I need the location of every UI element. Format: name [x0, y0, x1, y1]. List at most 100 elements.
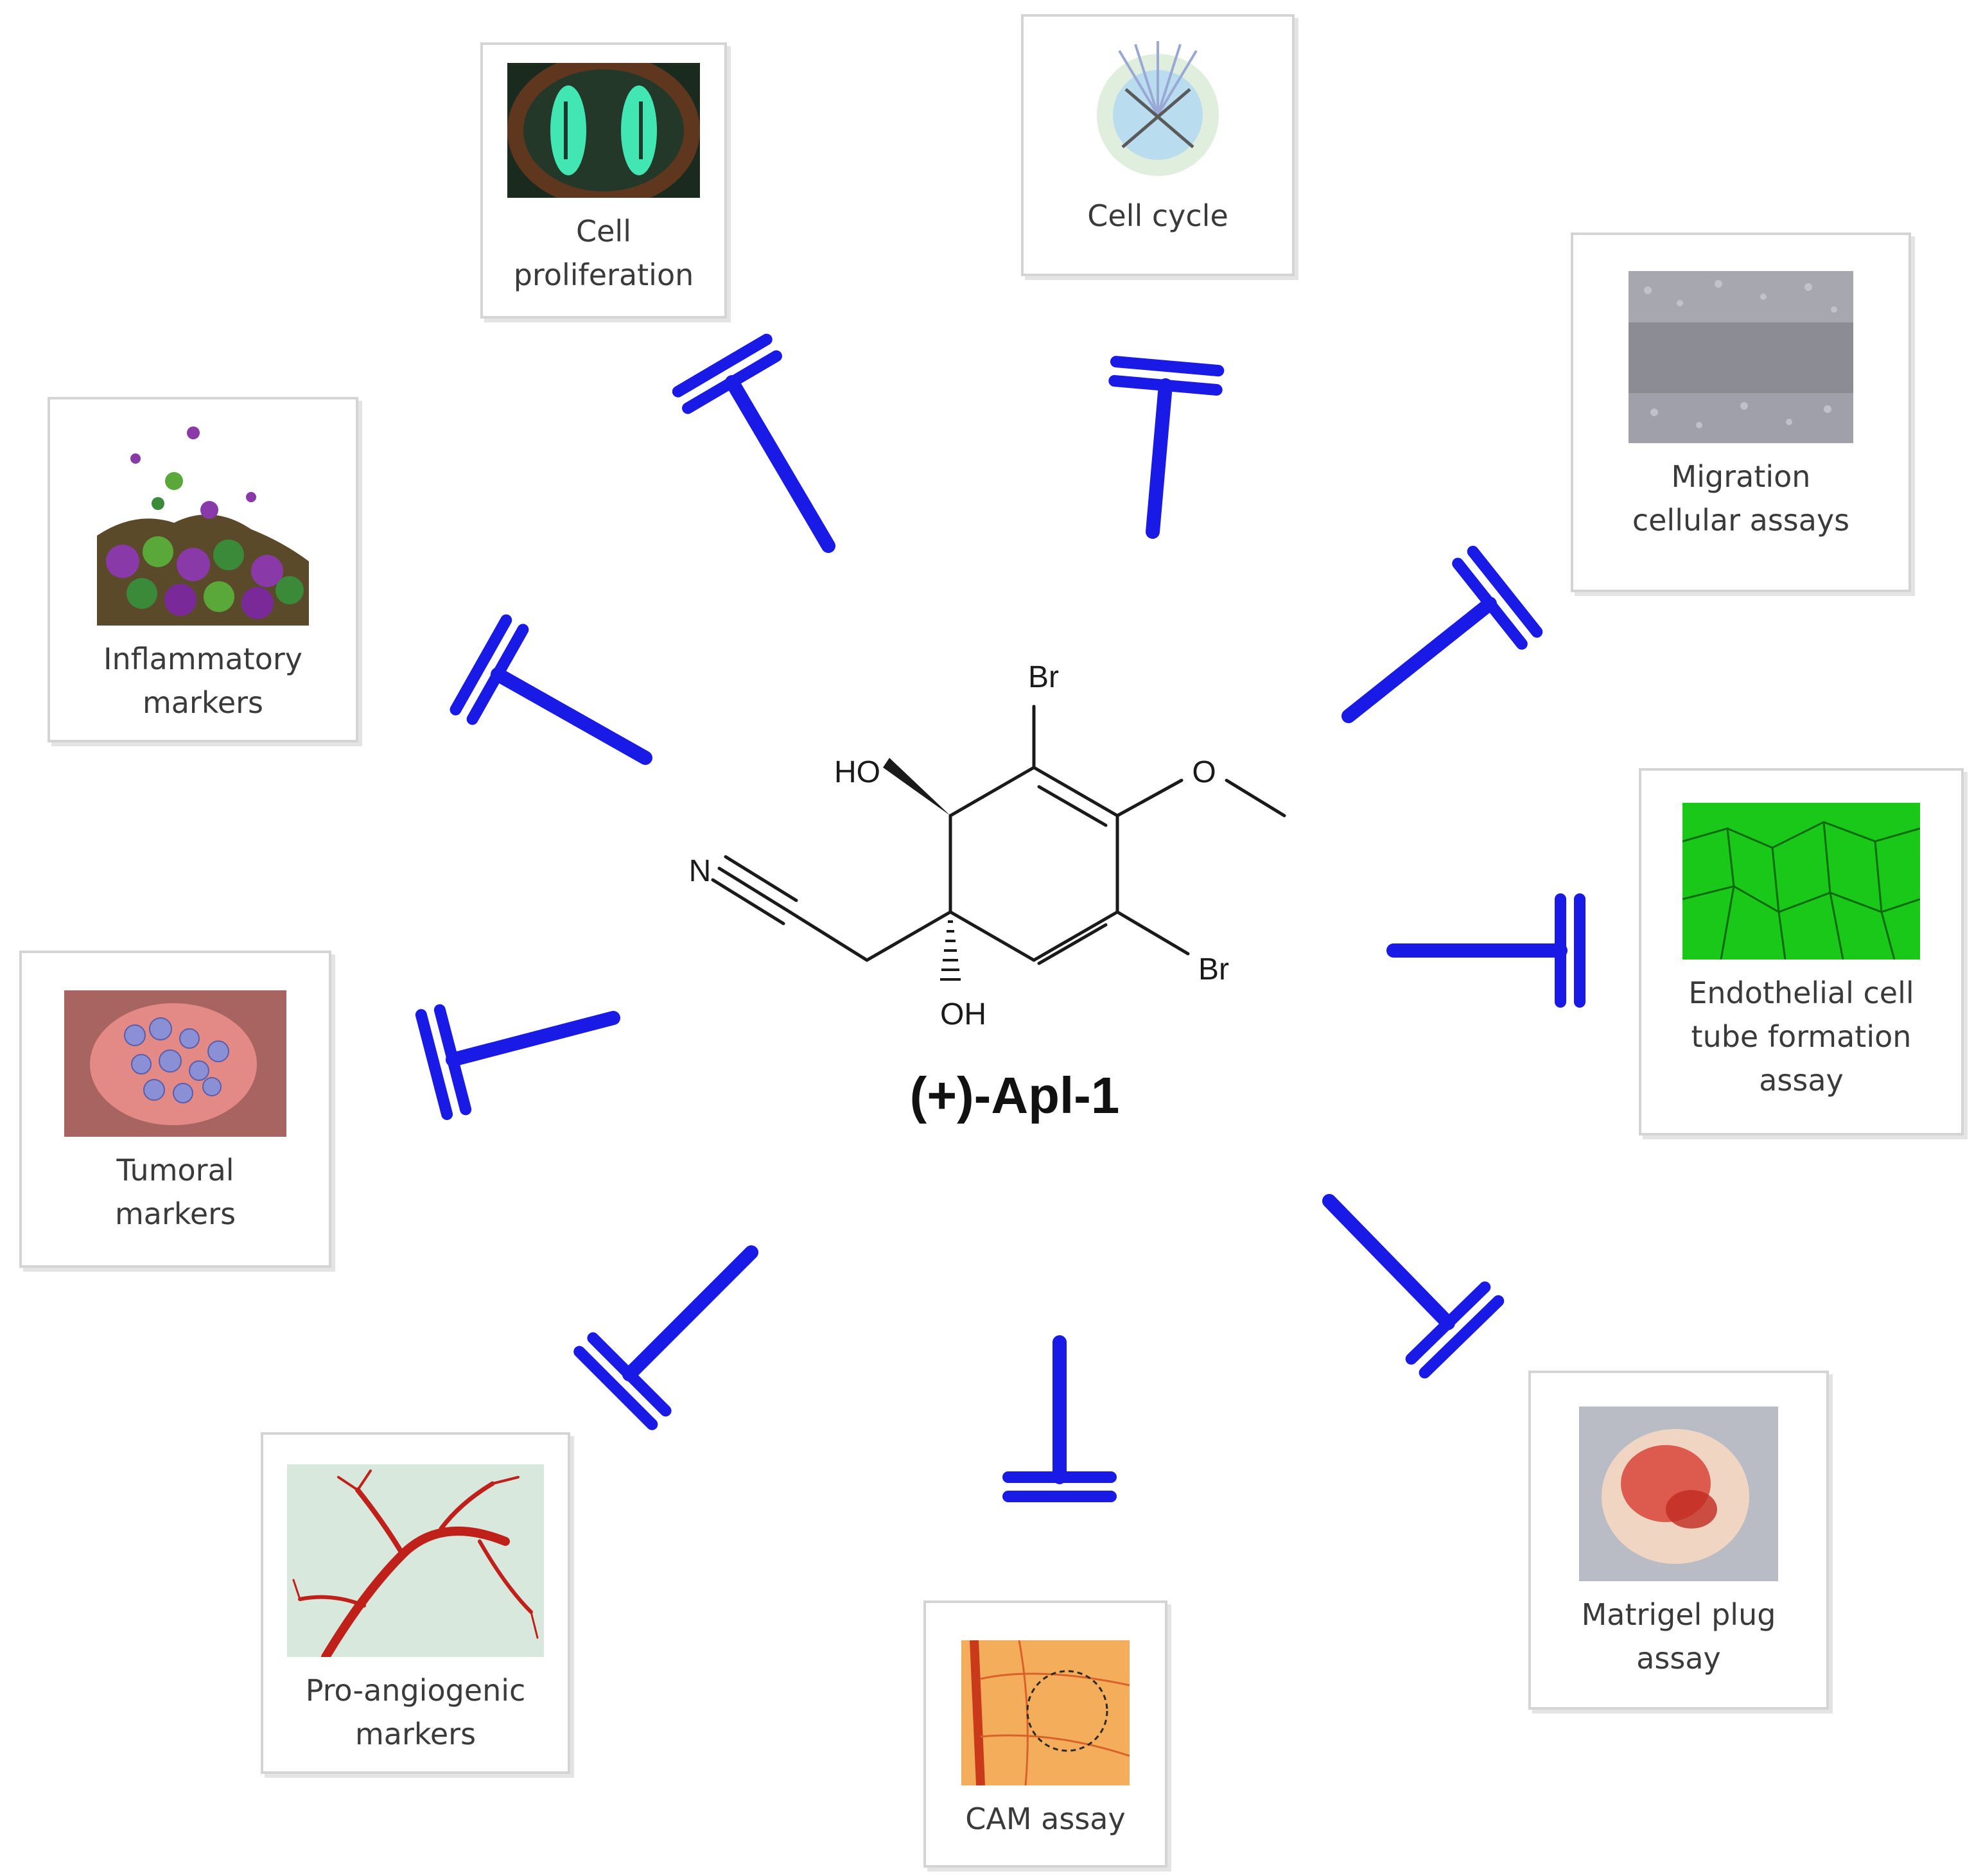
card-endothelial: Endothelial cell tube formation assay	[1639, 768, 1964, 1135]
card-label: Cell proliferation	[514, 209, 694, 297]
inhibitor-shaft	[622, 1245, 758, 1381]
mitosis-fluorescence-image	[507, 63, 700, 198]
label-line: assay	[1636, 1641, 1721, 1676]
inhibitor-matrigel	[1322, 1194, 1505, 1379]
immune-cells-micrograph	[97, 414, 309, 626]
cell-cycle-diagram-image	[1081, 35, 1235, 182]
ring-bond	[1032, 910, 1119, 962]
inhibitor-cam	[1002, 1335, 1117, 1502]
label-line: Tumoral	[116, 1153, 234, 1188]
inhibitor-tumoral	[415, 1004, 620, 1120]
ring-bond	[948, 766, 1036, 818]
card-label: CAM assay	[965, 1797, 1125, 1841]
label-line: proliferation	[513, 258, 694, 292]
label-line: markers	[114, 1197, 236, 1231]
nitrile-bond	[788, 910, 869, 962]
ring-bond	[1032, 766, 1119, 818]
inhibitor-bar	[672, 333, 773, 398]
card-matrigel: Matrigel plug assay	[1528, 1371, 1829, 1710]
blood-vessels-illustration	[287, 1464, 544, 1657]
ring-bond	[948, 910, 1036, 962]
label-line: Cell cycle	[1087, 198, 1228, 233]
label-line: CAM assay	[965, 1801, 1126, 1836]
card-label: Pro-angiogenic markers	[306, 1669, 526, 1756]
methylene-bond	[865, 910, 952, 962]
atom-br-top: Br	[1028, 660, 1059, 694]
atom-br-right: Br	[1198, 952, 1229, 986]
inhibitor-shaft	[725, 375, 835, 553]
card-inflammatory: Inflammatory markers	[48, 397, 358, 742]
inhibitor-cell-proliferation	[672, 333, 835, 553]
label-line: Endothelial cell	[1688, 976, 1914, 1010]
inhibitor-shaft	[491, 667, 652, 765]
label-line: assay	[1759, 1063, 1844, 1098]
wedge-bond	[883, 758, 950, 816]
inhibitor-bar	[1108, 375, 1223, 396]
label-line: Migration	[1671, 459, 1811, 494]
tumor-cells-micrograph	[64, 990, 286, 1137]
inhibitor-pro-angiogenic	[573, 1245, 758, 1430]
card-label: Cell cycle	[1087, 194, 1228, 238]
label-line: Cell	[576, 214, 631, 249]
hashed-bond	[940, 920, 961, 981]
card-label: Migration cellular assays	[1632, 455, 1849, 542]
label-line: Matrigel plug	[1581, 1597, 1776, 1632]
card-migration: Migration cellular assays	[1571, 232, 1911, 592]
card-cell-proliferation: Cell proliferation	[480, 42, 727, 319]
atom-hydroxyl-bottom: OH	[940, 997, 986, 1031]
inhibitor-bar	[1405, 1281, 1491, 1365]
inhibitor-bar	[450, 614, 512, 715]
inhibitor-bar	[573, 1346, 658, 1430]
card-cam: CAM assay	[923, 1600, 1167, 1868]
cam-assay-photo	[961, 1640, 1130, 1785]
inhibitor-cell-cycle	[1108, 356, 1225, 539]
inhibitor-bar	[1419, 1295, 1505, 1379]
triple-bond	[711, 878, 785, 925]
inhibitor-shaft	[1322, 1194, 1455, 1330]
ring-double-bond	[1037, 785, 1108, 827]
inhibitor-inflammatory	[450, 614, 652, 765]
inhibitor-bar	[433, 1004, 472, 1116]
label-line: cellular assays	[1632, 503, 1850, 538]
compound-name: (+)-Apl-1	[909, 1067, 1120, 1124]
card-label: Matrigel plug assay	[1582, 1593, 1776, 1680]
atom-methoxy-oxygen: O	[1192, 755, 1216, 789]
inhibitor-bar	[682, 350, 782, 414]
bromine-bond	[1115, 910, 1190, 956]
atom-nitrile-nitrogen: N	[689, 854, 712, 888]
ring-double-bond	[1037, 923, 1108, 965]
label-line: tube formation	[1691, 1019, 1912, 1054]
card-pro-angiogenic: Pro-angiogenic markers	[261, 1432, 570, 1774]
card-cell-cycle: Cell cycle	[1021, 14, 1295, 276]
inhibitor-endothelial	[1386, 893, 1585, 1008]
inhibitor-bar	[415, 1009, 453, 1120]
matrigel-plug-photo	[1579, 1407, 1778, 1581]
inhibitor-bar	[466, 624, 529, 725]
inhibitor-bar	[587, 1332, 672, 1417]
inhibitor-shaft	[446, 1011, 620, 1067]
migration-assay-micrograph	[1629, 271, 1853, 443]
triple-bond	[724, 855, 798, 902]
tube-formation-fluorescence-image	[1682, 803, 1920, 960]
inhibitor-bar	[1452, 557, 1528, 650]
triple-bond	[717, 866, 792, 914]
inhibitor-bar	[1110, 356, 1225, 377]
label-line: Inflammatory	[103, 642, 302, 676]
card-label: Endothelial cell tube formation assay	[1688, 971, 1914, 1102]
card-label: Inflammatory markers	[103, 637, 302, 724]
card-label: Tumoral markers	[115, 1148, 236, 1236]
inhibitor-migration	[1341, 545, 1543, 723]
atom-hydroxyl-top: HO	[834, 755, 880, 789]
label-line: markers	[142, 685, 264, 720]
methoxy-bond	[1115, 778, 1184, 818]
methyl-bond	[1225, 778, 1286, 818]
label-line: markers	[354, 1717, 476, 1751]
label-line: Pro-angiogenic	[305, 1673, 526, 1708]
inhibitor-shaft	[1146, 378, 1173, 539]
inhibitor-bar	[1467, 545, 1543, 638]
inhibitor-shaft	[1341, 597, 1497, 723]
card-tumoral: Tumoral markers	[19, 951, 331, 1268]
